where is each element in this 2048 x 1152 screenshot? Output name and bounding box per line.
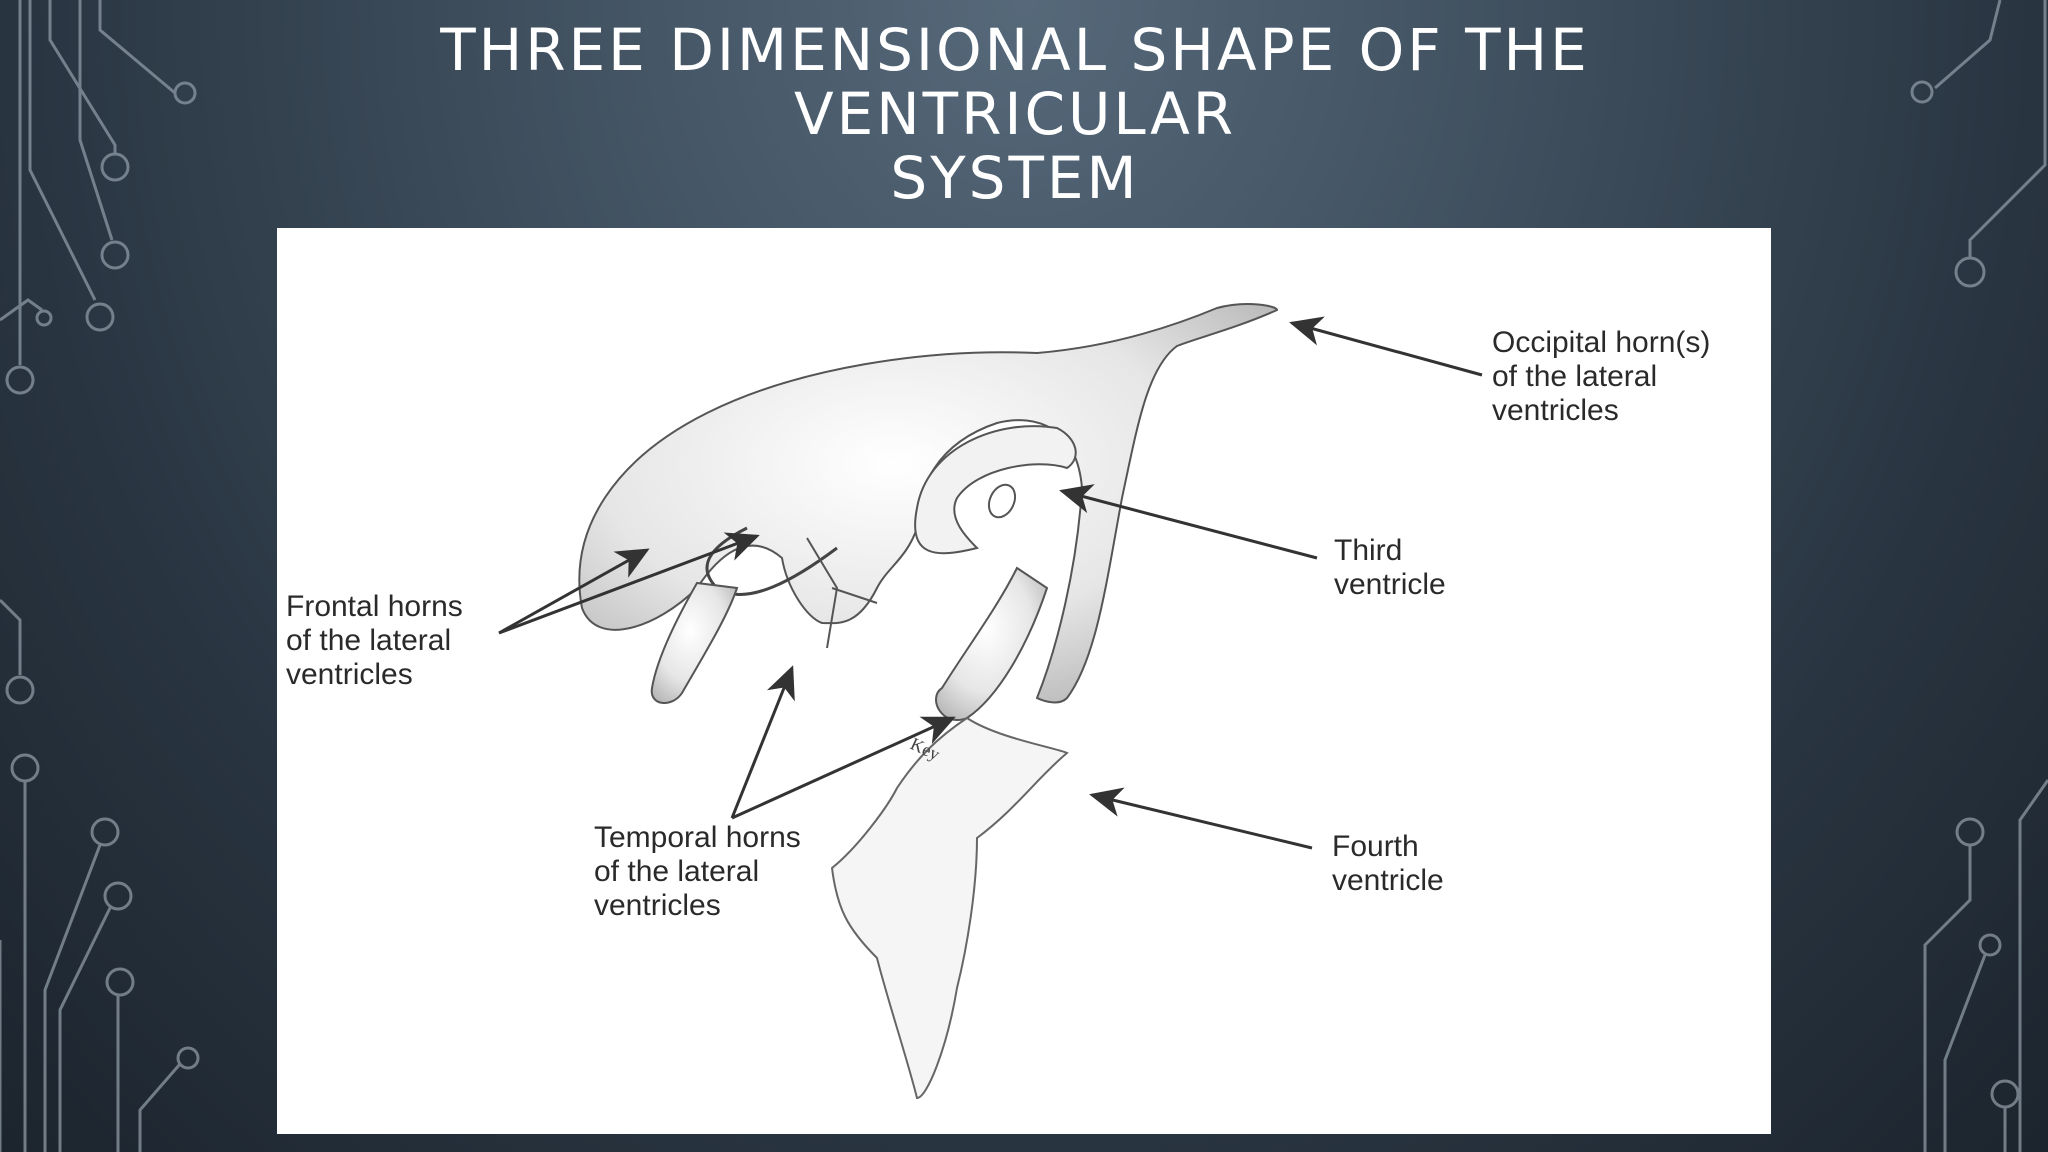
arrow-frontal-1 (498, 548, 650, 635)
label-frontal-horns: Frontal horns of the lateral ventricles (286, 590, 463, 691)
fourth-ventricle-shape (830, 716, 1069, 1100)
arrow-occipital (1289, 316, 1483, 377)
label-occipital-horns: Occipital horn(s) of the lateral ventric… (1492, 326, 1711, 427)
third-ventricle-shape (914, 425, 1077, 555)
slide-title: THREE DIMENSIONAL SHAPE OF THE VENTRICUL… (380, 18, 1650, 210)
label-fourth-ventricle: Fourth ventricle (1332, 830, 1444, 897)
lateral-ventricle-shape (578, 303, 1279, 704)
ventricle-illustration: Key (498, 303, 1483, 1100)
ventricular-system-figure: Key Occipital horn(s) of the lateral ven… (277, 228, 1771, 1134)
arrow-frontal-2 (498, 532, 760, 635)
arrow-temporal-1 (730, 665, 795, 819)
label-temporal-horns: Temporal horns of the lateral ventricles (594, 821, 801, 922)
title-line-3: SYSTEM (890, 144, 1140, 212)
title-line-2: VENTRICULAR (793, 80, 1237, 148)
label-third-ventricle: Third ventricle (1334, 534, 1446, 601)
arrow-temporal-2 (731, 716, 956, 820)
temporal-horn-left (650, 581, 739, 704)
arrow-fourth (1089, 787, 1313, 850)
title-line-1: THREE DIMENSIONAL SHAPE OF THE (440, 16, 1590, 84)
arrow-third (1059, 484, 1318, 560)
temporal-horn-right (935, 566, 1049, 721)
